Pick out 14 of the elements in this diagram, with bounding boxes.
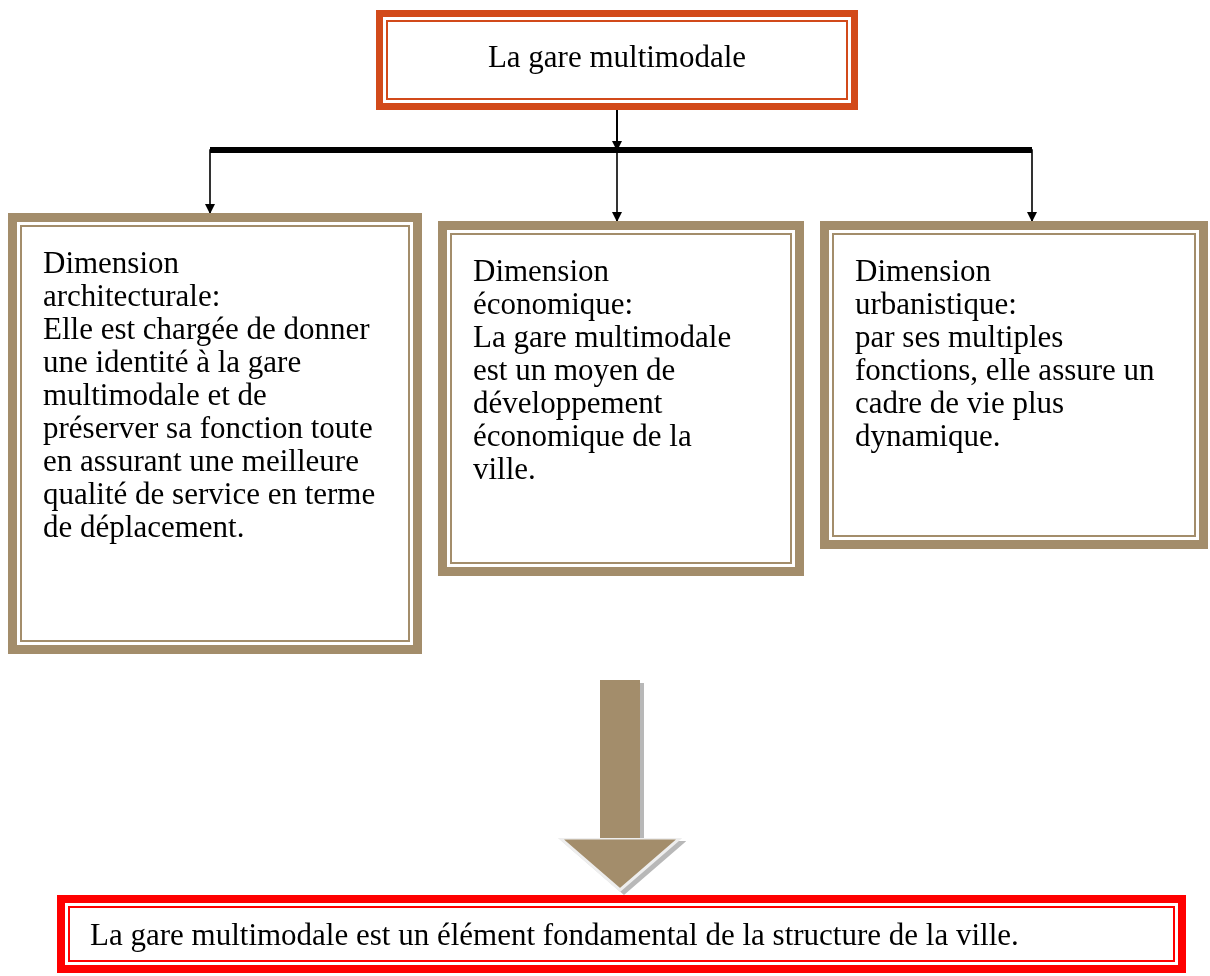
arrow [616,109,1037,222]
box-text: La gare multimodale [487,39,747,73]
dimension-heading: Dimension urbanistique: [855,254,1018,320]
dimension-description: Elle est chargée de donner une identité à la gare multimodale et de préserver sa fonction toute en assurant une meilleure qualité de service en terme de déplacement. [43,312,377,543]
conclusion-box [57,895,1186,973]
dimension-description: La gare multimodale est un moyen de développement économique de la ville. [473,320,733,485]
title-box [376,10,858,110]
dimension-heading: Dimension architecturale: [43,246,222,312]
dimension-box [8,213,422,654]
box-text: La gare multimodale est un élément fondamental de la structure de la ville. [90,917,1019,951]
dimension-description: par ses multiples fonctions, elle assure un cadre de vie plus dynamique. [855,320,1156,452]
dimension-box [820,221,1208,549]
dimension-heading: Dimension économique: [473,254,635,320]
dimension-box [438,221,804,576]
